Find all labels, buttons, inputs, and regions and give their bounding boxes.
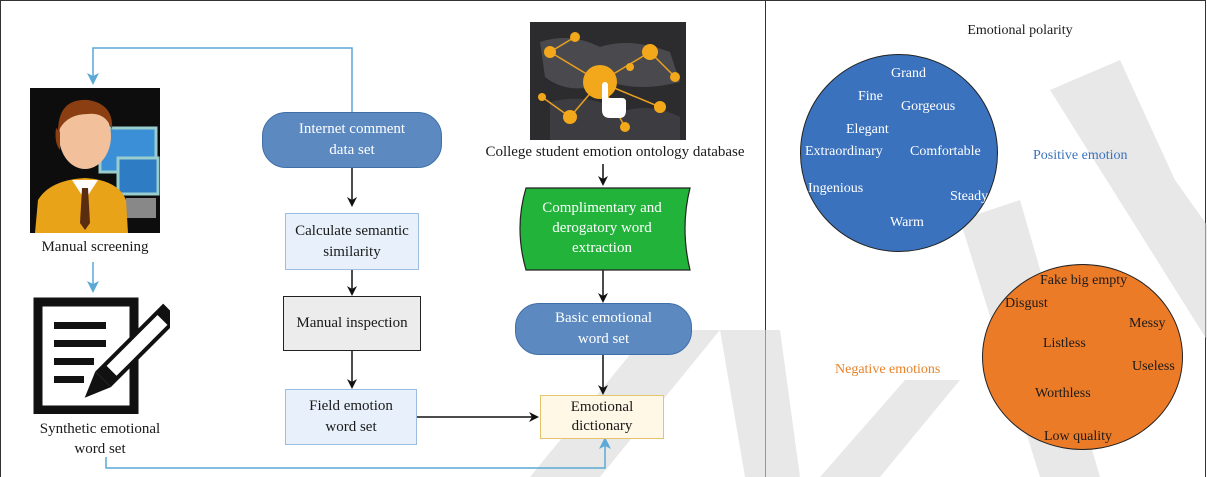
document-pen-icon [33,297,170,414]
negative-circle [982,264,1183,450]
positive-word: Elegant [846,122,889,137]
feedback-arrow-bottom [105,437,611,469]
positive-emotion-label: Positive emotion [1033,148,1128,163]
ontology-db-label: College student emotion ontology databas… [485,144,745,160]
negative-word: Messy [1129,316,1166,331]
extraction-shape [519,187,691,271]
positive-word: Warm [890,215,924,230]
polarity-title: Emotional polarity [967,23,1073,38]
negative-word: Fake big empty [1040,273,1128,288]
network-globe-icon [530,22,686,140]
person-computer-icon [30,88,160,233]
negative-word: Worthless [1035,386,1091,401]
negative-word: Listless [1043,336,1086,351]
negative-word: Useless [1132,359,1175,374]
negative-word: Low quality [1044,429,1113,444]
synthetic-set-label: Synthetic emotional word set [39,421,161,457]
positive-circle [800,54,998,252]
negative-word: Disgust [1005,296,1048,311]
positive-word: Steady [950,189,989,204]
negative-emotion-label: Negative emotions [835,362,941,377]
panel-divider [765,0,766,477]
positive-word: Ingenious [808,181,864,196]
positive-word: Comfortable [910,144,981,159]
positive-word: Fine [858,89,883,104]
feedback-arrow-top [87,47,353,112]
manual-screening-label: Manual screening [41,239,149,255]
manual-inspection-node: Manual inspection [283,296,421,351]
positive-word: Extraordinary [805,144,883,159]
positive-word: Grand [891,66,926,81]
positive-word: Gorgeous [901,99,956,114]
